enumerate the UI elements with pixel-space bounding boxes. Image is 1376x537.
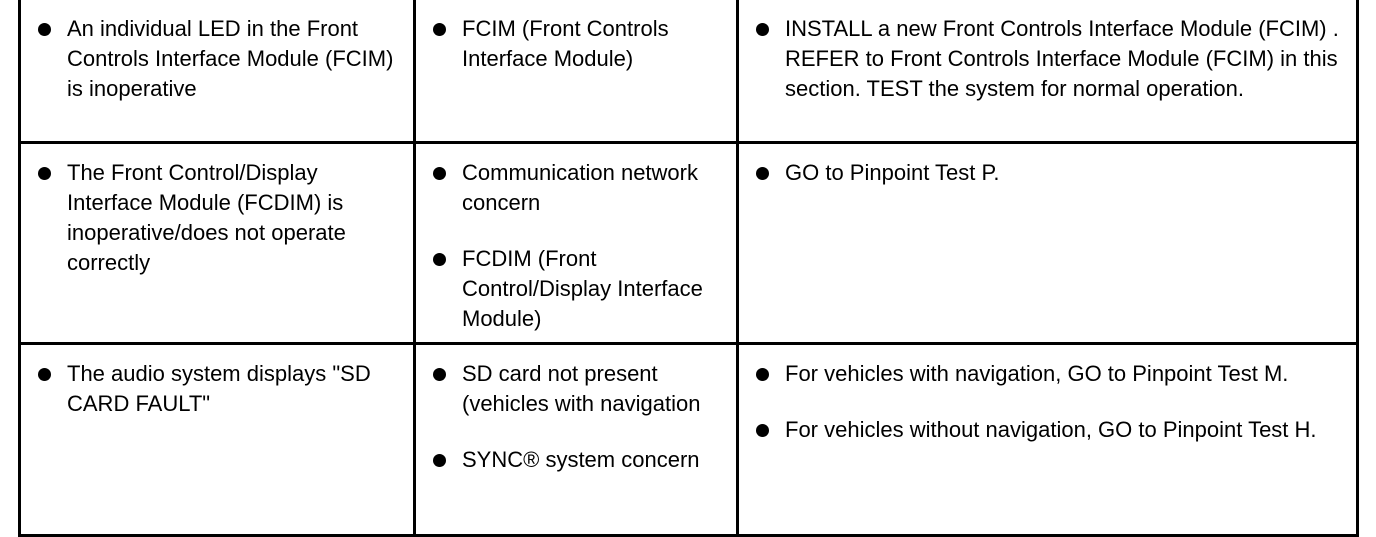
condition-text: An individual LED in the Front Controls … xyxy=(67,16,394,101)
condition-cell: An individual LED in the Front Controls … xyxy=(18,0,416,144)
table-row: The Front Control/Display Interface Modu… xyxy=(18,140,1359,345)
action-text: GO to Pinpoint Test P. xyxy=(785,159,1000,185)
bullet-icon xyxy=(433,23,446,36)
source-cell: SD card not present (vehicles with navig… xyxy=(413,341,739,537)
action-text: For vehicles with navigation, GO to Pinp… xyxy=(785,360,1289,386)
list-item: INSTALL a new Front Controls Interface M… xyxy=(753,14,1346,104)
list-item: An individual LED in the Front Controls … xyxy=(35,14,403,104)
list-item: FCIM (Front Controls Interface Module) xyxy=(430,14,726,74)
list-item: GO to Pinpoint Test P. xyxy=(753,158,1346,188)
condition-text: The audio system displays "SD CARD FAULT… xyxy=(67,360,371,416)
list-item: Communication network concern xyxy=(430,158,726,218)
condition-cell: The Front Control/Display Interface Modu… xyxy=(18,140,416,345)
bullet-icon xyxy=(433,252,446,266)
bullet-icon xyxy=(756,166,769,180)
action-cell: GO to Pinpoint Test P. xyxy=(736,140,1359,345)
bullet-icon xyxy=(433,367,446,381)
source-text: Communication network concern xyxy=(462,159,698,215)
symptom-chart-table: An individual LED in the Front Controls … xyxy=(18,0,1359,537)
bullet-icon xyxy=(756,423,769,437)
list-item: For vehicles without navigation, GO to P… xyxy=(753,415,1346,445)
bullet-icon xyxy=(38,367,51,381)
bullet-icon xyxy=(756,367,769,381)
condition-text: The Front Control/Display Interface Modu… xyxy=(67,159,346,275)
bullet-icon xyxy=(38,166,51,180)
action-cell: INSTALL a new Front Controls Interface M… xyxy=(736,0,1359,144)
source-cell: Communication network concern FCDIM (Fro… xyxy=(413,140,739,345)
list-item: FCDIM (Front Control/Display Interface M… xyxy=(430,244,726,334)
bullet-icon xyxy=(433,166,446,180)
table-row: The audio system displays "SD CARD FAULT… xyxy=(18,341,1359,537)
bullet-icon xyxy=(756,23,769,36)
bullet-icon xyxy=(433,453,446,467)
action-text: INSTALL a new Front Controls Interface M… xyxy=(785,16,1339,101)
condition-cell: The audio system displays "SD CARD FAULT… xyxy=(18,341,416,537)
source-text: SD card not present (vehicles with navig… xyxy=(462,360,701,416)
list-item: SD card not present (vehicles with navig… xyxy=(430,359,726,419)
list-item: The Front Control/Display Interface Modu… xyxy=(35,158,403,278)
list-item: SYNC® system concern xyxy=(430,445,726,475)
table-row: An individual LED in the Front Controls … xyxy=(18,0,1359,144)
list-item: For vehicles with navigation, GO to Pinp… xyxy=(753,359,1346,389)
action-cell: For vehicles with navigation, GO to Pinp… xyxy=(736,341,1359,537)
list-item: The audio system displays "SD CARD FAULT… xyxy=(35,359,403,419)
source-cell: FCIM (Front Controls Interface Module) xyxy=(413,0,739,144)
bullet-icon xyxy=(38,23,51,36)
source-text: FCDIM (Front Control/Display Interface M… xyxy=(462,245,703,331)
source-text: FCIM (Front Controls Interface Module) xyxy=(462,16,669,71)
action-text: For vehicles without navigation, GO to P… xyxy=(785,416,1317,442)
source-text: SYNC® system concern xyxy=(462,446,700,472)
